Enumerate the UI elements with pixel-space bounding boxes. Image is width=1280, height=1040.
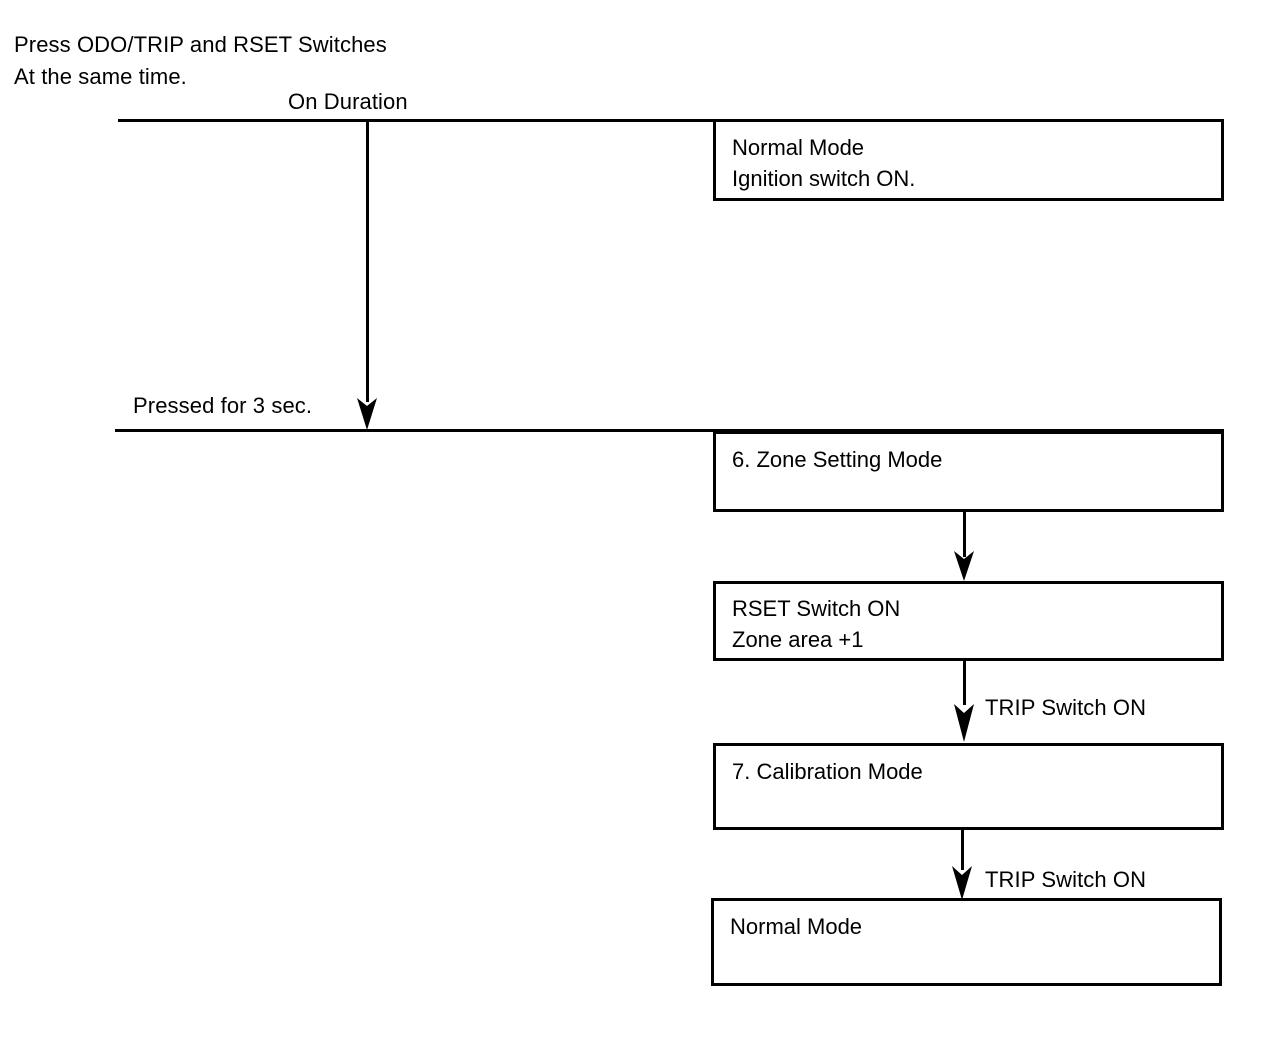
box-zone-setting-mode: 6. Zone Setting Mode [713,431,1224,512]
box-normal-mode: Normal Mode [711,898,1222,986]
connector-rset-to-calibration-line [963,661,966,705]
box-normal-mode-ignition-line-2: Ignition switch ON. [732,166,916,191]
timeline-rule-bottom [115,429,1224,432]
box-rset-switch-on-line-2: Zone area +1 [732,627,864,652]
box-normal-mode-line-1: Normal Mode [730,914,863,939]
connector-calibration-to-normal-line [961,830,964,870]
connector-rset-to-calibration-arrowhead-icon [954,704,974,742]
box-normal-mode-ignition: Normal Mode Ignition switch ON. [713,119,1224,201]
instruction-line-1: Press ODO/TRIP and RSET Switches [14,32,387,57]
instruction-line-2: At the same time. [14,64,187,89]
connector-calibration-to-normal-label: TRIP Switch ON [985,867,1147,892]
on-duration-vertical-line [366,122,369,402]
box-calibration-mode: 7. Calibration Mode [713,743,1224,830]
box-rset-switch-on-line-1: RSET Switch ON [732,596,901,621]
box-rset-switch-on: RSET Switch ON Zone area +1 [713,581,1224,661]
pressed-for-3-sec-label: Pressed for 3 sec. [133,393,313,418]
connector-rset-to-calibration-label: TRIP Switch ON [985,695,1147,720]
connector-zone-to-rset-arrowhead-icon [954,551,974,581]
connector-calibration-to-normal-arrowhead-icon [952,866,972,900]
box-calibration-mode-line-1: 7. Calibration Mode [732,759,923,784]
on-duration-arrowhead-icon [357,398,377,430]
connector-zone-to-rset-line [963,512,966,557]
box-zone-setting-mode-line-1: 6. Zone Setting Mode [732,447,943,472]
on-duration-label: On Duration [288,89,408,114]
box-normal-mode-ignition-line-1: Normal Mode [732,135,865,160]
timeline-rule-top [118,119,1224,122]
